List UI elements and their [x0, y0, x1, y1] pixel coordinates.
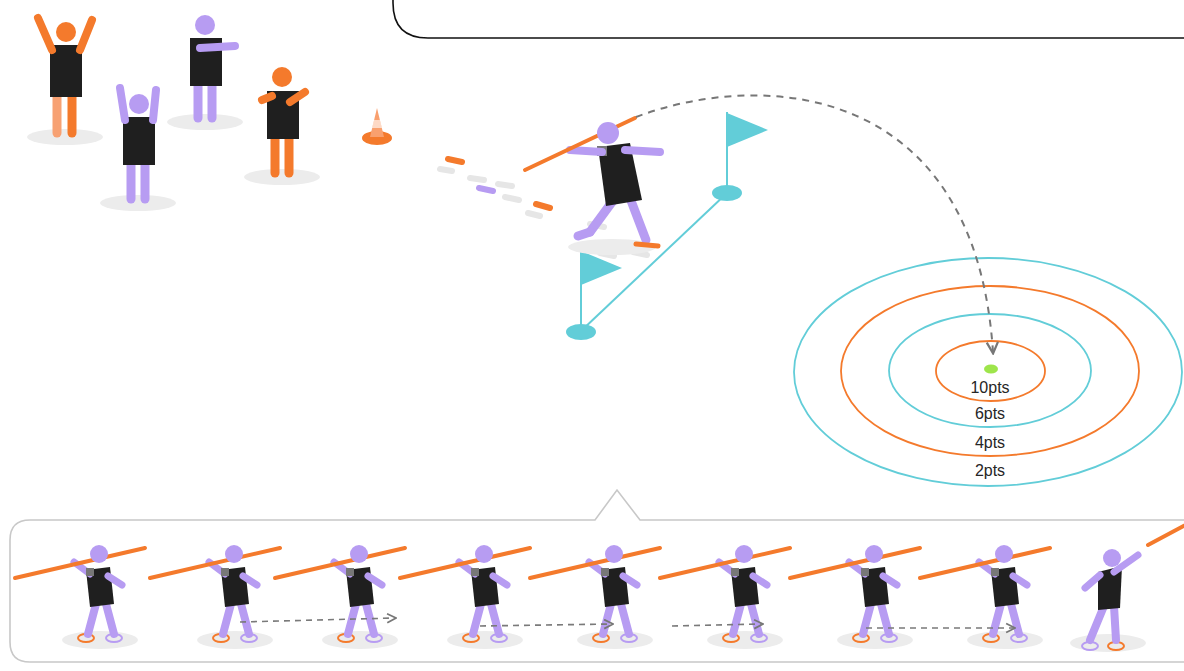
flag-line: [566, 112, 768, 340]
ring-outline: [793, 257, 1183, 487]
release-figure: [1070, 520, 1184, 652]
sequence-figure: [530, 545, 660, 649]
sequence-figure: [400, 545, 530, 649]
cone: [362, 108, 392, 145]
sequence-figure: [660, 545, 790, 649]
target-ring: 6pts 10pts: [888, 313, 1092, 428]
spectator-figure: [27, 18, 103, 145]
ring-ellipse: [841, 286, 1139, 456]
points-label: 2pts: [975, 462, 1005, 480]
ring-ellipse: [889, 314, 1091, 427]
sequence-panel: [10, 490, 1184, 662]
target-ring: 2pts 4pts 6pts 10pts: [793, 257, 1183, 487]
sequence-figure: [275, 545, 405, 649]
bullseye-dot: [984, 365, 998, 374]
ring-ellipse: [936, 341, 1045, 401]
ring-outline: [888, 313, 1092, 428]
ring-outline: [840, 285, 1140, 457]
spectator-figure: [167, 15, 243, 130]
sequence-figure: [790, 545, 920, 649]
sequence-figure: [15, 545, 145, 649]
throw-trajectory: [636, 95, 993, 352]
points-label: 10pts: [970, 379, 1009, 397]
ring-ellipse: [794, 258, 1182, 486]
spectator-figure: [244, 67, 320, 185]
target-ring: 10pts: [935, 340, 1046, 402]
top-panel: [393, 0, 1184, 38]
sequence-figure: [150, 545, 280, 649]
thrower-figure: [525, 118, 660, 255]
step-arrows: [240, 618, 1014, 628]
spectator-figure: [100, 88, 176, 211]
points-label: 4pts: [975, 434, 1005, 452]
points-label: 6pts: [975, 405, 1005, 423]
ring-outline: [935, 340, 1046, 402]
sequence-figure: [920, 545, 1050, 649]
target-ring: 4pts 6pts 10pts: [840, 285, 1140, 457]
